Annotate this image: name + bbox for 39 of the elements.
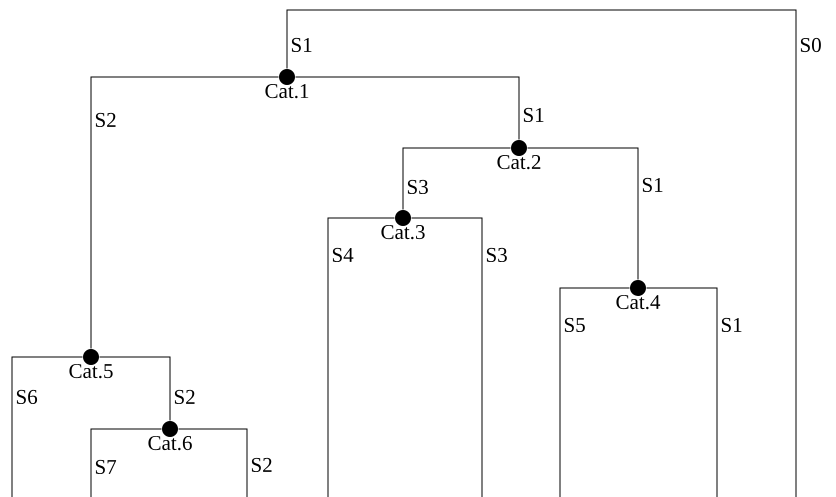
- node-label: Cat.1: [265, 84, 308, 98]
- connector-line: [646, 287, 718, 497]
- edge-label: S1: [642, 178, 662, 192]
- junction-dot: [511, 140, 527, 156]
- connector-line: [90, 428, 162, 497]
- connector-line: [328, 218, 395, 497]
- edge-label: S5: [564, 318, 585, 332]
- junction-dot: [630, 280, 646, 296]
- edge-label: S2: [252, 458, 272, 472]
- connector-line: [527, 147, 638, 280]
- node-label: Cat.3: [381, 224, 425, 240]
- edge-label: S1: [524, 108, 544, 122]
- edge-label: S2: [96, 112, 116, 128]
- line-label: S0: [800, 38, 821, 52]
- connector-line: [411, 218, 482, 497]
- node-label: Cat.4: [616, 294, 660, 310]
- edge-label: S4: [332, 248, 354, 262]
- connector-line: [286, 10, 796, 497]
- edge-label: S3: [408, 180, 428, 194]
- connector-line: [560, 287, 630, 497]
- edge-label: S6: [16, 390, 38, 404]
- edge-label: S3: [486, 248, 507, 262]
- junction-dot: [83, 348, 99, 365]
- connector-line: [90, 76, 279, 349]
- junction-dot: [279, 69, 295, 85]
- edge-label: S1: [722, 318, 742, 332]
- connector-line: [99, 356, 170, 421]
- node-label: Cat.2: [497, 154, 540, 170]
- edge-label: S2: [174, 390, 195, 404]
- node-label: Cat.5: [69, 364, 113, 378]
- junction-dot: [395, 210, 411, 226]
- connector-line: [402, 147, 511, 210]
- node-label: Cat.6: [148, 436, 192, 450]
- edge-label: S7: [96, 460, 116, 474]
- connector-line: [178, 428, 248, 497]
- junction-dot: [162, 420, 178, 437]
- connector-line: [295, 76, 520, 140]
- edge-label: S1: [292, 38, 312, 52]
- connector-line: [12, 356, 83, 497]
